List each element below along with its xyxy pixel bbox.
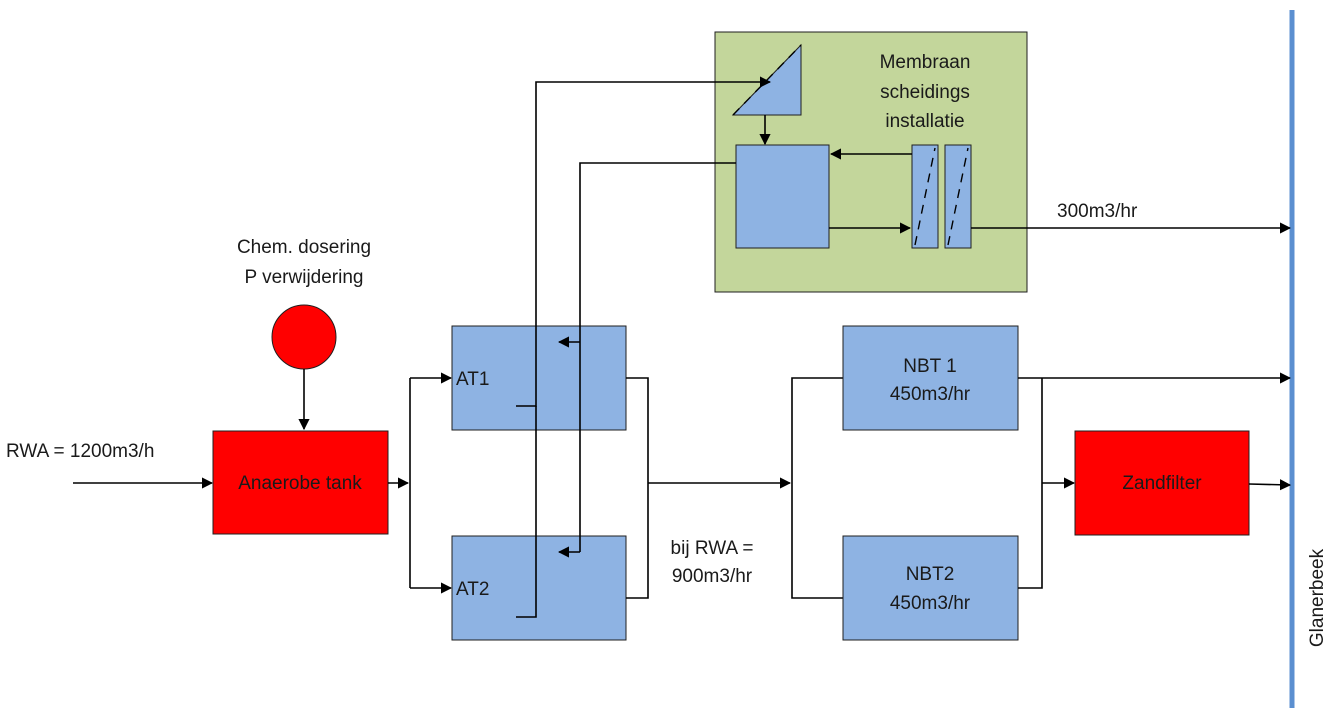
sand-filter-label: Zandfilter	[1122, 473, 1202, 494]
at2-label: AT2	[456, 579, 489, 600]
nbt1-label-2: 450m3/hr	[890, 384, 971, 405]
nbt1-label-1: NBT 1	[903, 356, 957, 377]
at2-feed-line	[516, 406, 537, 618]
nbt-to-sandfilter-line	[1018, 378, 1043, 589]
nbt-split-line	[791, 377, 843, 599]
settling-tank-1	[842, 325, 1019, 431]
sand-filter	[1074, 430, 1250, 536]
membrane-module-2-dash	[947, 147, 969, 246]
chem-dosing-circle	[271, 304, 337, 370]
feed-to-membrane-line	[516, 76, 772, 407]
aeration-tank-1	[451, 325, 627, 431]
membrane-flow-label: 300m3/hr	[1057, 201, 1138, 222]
bypass-label-2: 900m3/hr	[672, 566, 753, 587]
membrane-module-1-dash	[914, 147, 936, 246]
inflow-label: RWA = 1200m3/h	[6, 441, 154, 462]
river-label: Glanerbeek	[1307, 548, 1328, 647]
nbt2-label-2: 450m3/hr	[890, 593, 971, 614]
at1-label: AT1	[456, 369, 489, 390]
chem-label-1: Chem. dosering	[237, 237, 371, 258]
chem-label-2: P verwijdering	[245, 267, 364, 288]
bypass-label-1: bij RWA =	[671, 538, 754, 559]
membrane-label-2: scheidings	[880, 82, 970, 103]
nbt2-label-1: NBT2	[906, 564, 955, 585]
at-merge-line	[626, 377, 649, 599]
settling-tank-2	[842, 535, 1019, 641]
membrane-tank	[735, 144, 830, 249]
return-line	[579, 162, 736, 552]
membrane-label-1: Membraan	[880, 52, 971, 73]
sandfilter-effluent-arrow	[1248, 479, 1292, 491]
anaerobe-tank-label: Anaerobe tank	[238, 473, 362, 494]
aeration-tank-2	[451, 535, 627, 641]
membrane-label-3: installatie	[885, 111, 964, 132]
